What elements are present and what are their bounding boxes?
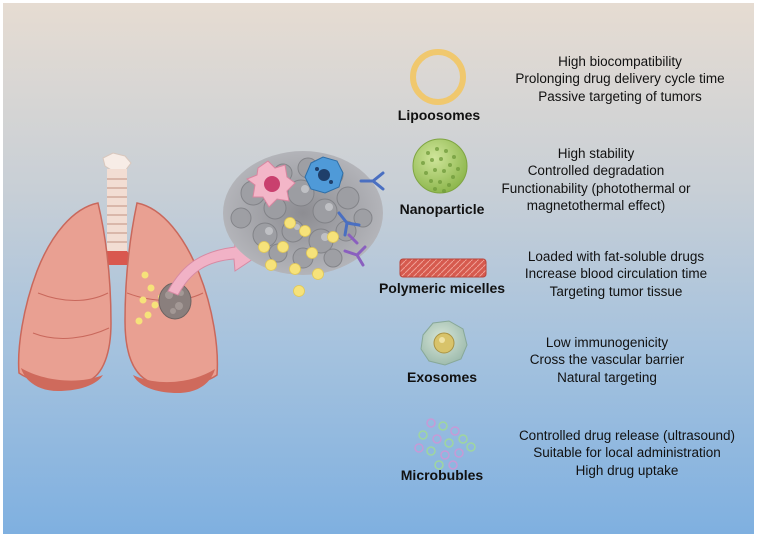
feature-item: Controlled degradation: [527, 163, 665, 179]
feature-item: High biocompatibility: [558, 54, 682, 69]
feature-item: magnetothermal effect): [526, 197, 666, 213]
feature-item: Increase blood circulation time: [524, 266, 708, 282]
immune-cell-pink: [245, 160, 296, 208]
feature-item: Prolonging drug delivery cycle time: [515, 71, 725, 87]
carrier-name-microbubbles: Microbubles: [400, 467, 484, 483]
feature-list-liposomes: High biocompatibility Prolonging drug de…: [515, 53, 724, 105]
exosome-icon: [420, 320, 468, 366]
feature-item: Natural targeting: [557, 369, 657, 385]
polymeric-micelle-icon: [399, 258, 487, 278]
carrier-name-nanoparticle: Nanoparticle: [399, 201, 485, 217]
liposome-icon: [410, 49, 466, 105]
feature-list-polymeric-micelles: Loaded with fat-soluble drugs Increase b…: [525, 248, 707, 300]
carrier-name-liposomes: Lipoosomes: [397, 107, 481, 123]
feature-item: Functionability (photothermal or: [501, 180, 691, 196]
figure-canvas: Lipoosomes Nanoparticle Polymeric micell…: [3, 3, 754, 534]
microbubble-icon: [414, 418, 476, 470]
carrier-name-exosomes: Exosomes: [406, 369, 478, 385]
nanoparticle-icon: [412, 138, 468, 194]
left-lung: [17, 202, 112, 386]
feature-list-microbubbles: Controlled drug release (ultrasound) Sui…: [519, 427, 735, 479]
immune-cell-blue: [304, 156, 344, 194]
feature-item: Suitable for local administration: [533, 445, 721, 461]
feature-item: Targeting tumor tissue: [549, 283, 683, 299]
feature-item: Loaded with fat-soluble drugs: [527, 249, 705, 264]
feature-list-nanoparticle: High stability Controlled degradation Fu…: [501, 145, 690, 214]
tumor-drug-particles: [258, 217, 339, 297]
feature-item: Controlled drug release (ultrasound): [518, 428, 736, 443]
feature-item: High drug uptake: [575, 462, 679, 478]
illustration-layer: [17, 49, 487, 470]
lungs-illustration: [17, 152, 219, 393]
feature-list-exosomes: Low immunogenicity Cross the vascular ba…: [530, 334, 685, 386]
antibody-icons: [337, 171, 385, 267]
feature-item: Cross the vascular barrier: [529, 352, 685, 368]
tumor-microenvironment-illustration: [223, 151, 385, 297]
feature-item: Low immunogenicity: [545, 335, 669, 350]
carrier-name-polymeric-micelles: Polymeric micelles: [378, 280, 506, 296]
feature-item: Passive targeting of tumors: [538, 88, 702, 104]
feature-item: High stability: [557, 146, 635, 161]
